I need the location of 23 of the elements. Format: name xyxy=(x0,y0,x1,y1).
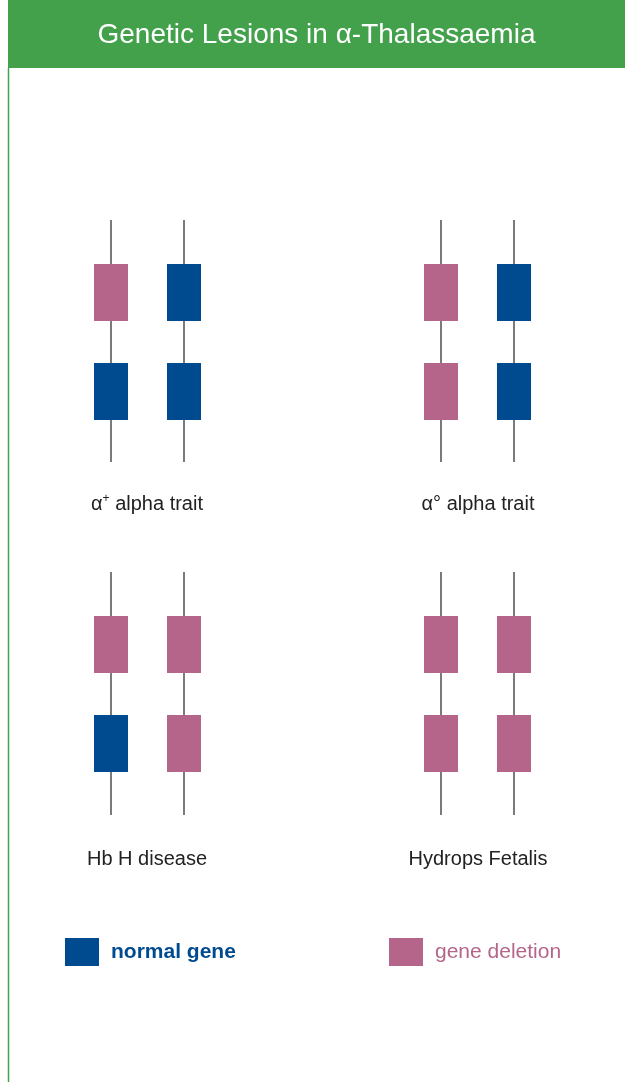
legend-label: gene deletion xyxy=(435,939,562,963)
caption: Hb H disease xyxy=(86,846,208,870)
gene-box xyxy=(424,616,458,673)
gene-box xyxy=(94,616,128,673)
gene-box xyxy=(497,363,531,420)
caption: Hydrops Fetalis xyxy=(408,846,548,870)
gene-box xyxy=(167,616,201,673)
gene-box xyxy=(497,616,531,673)
legend-label: normal gene xyxy=(111,939,236,963)
caption: α° alpha trait xyxy=(421,491,535,515)
gene-box xyxy=(94,363,128,420)
gene-box xyxy=(167,264,201,321)
caption: α$^{+}$ alpha trait xyxy=(91,491,203,515)
gene-box xyxy=(424,715,458,772)
gene-box xyxy=(497,715,531,772)
title-banner: Genetic Lesions in α-Thalassaemia xyxy=(8,0,625,68)
gene-box xyxy=(424,363,458,420)
gene-box xyxy=(167,363,201,420)
gene-box xyxy=(424,264,458,321)
gene-box xyxy=(167,715,201,772)
gene-box xyxy=(94,715,128,772)
gene-box xyxy=(94,264,128,321)
gene-box xyxy=(497,264,531,321)
